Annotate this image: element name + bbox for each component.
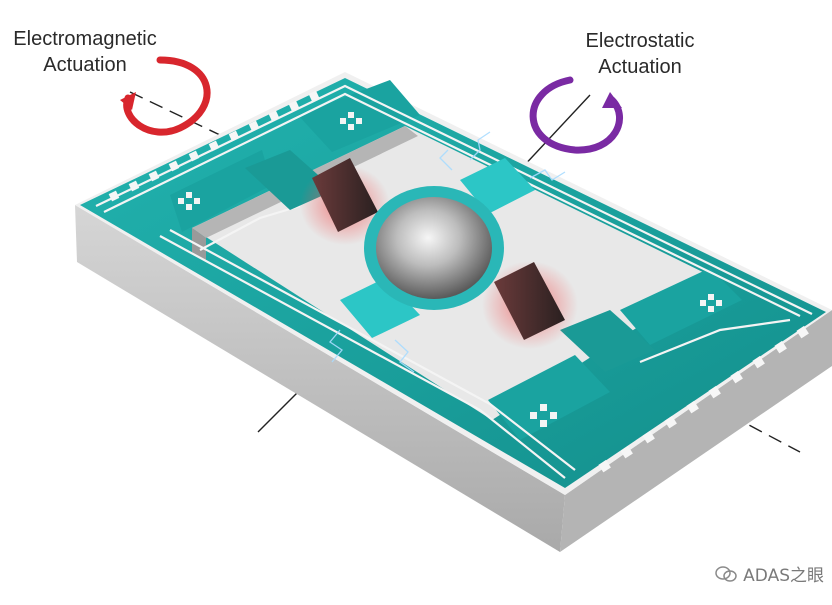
electromagnetic-label-line1: Electromagnetic [13,28,157,50]
electrostatic-label-line2: Actuation [598,56,682,78]
electromagnetic-rotation-arrow [120,56,211,136]
mems-mirror [364,186,504,310]
watermark: ADAS之眼 [715,561,824,586]
electrostatic-actuation-label: Electrostatic Actuation [560,28,720,80]
comb-drive-arms [340,158,535,338]
electrostatic-sparks [329,131,566,373]
electromagnetic-label-line2: Actuation [43,54,127,76]
bond-pads [108,90,809,473]
electrostatic-label-line1: Electrostatic [585,30,695,52]
watermark-text: ADAS之眼 [743,566,824,586]
electrostatic-rotation-arrow [529,76,624,154]
conductive-traces [95,84,813,479]
electromagnetic-actuation-label: Electromagnetic Actuation [0,26,170,78]
wechat-icon [715,565,737,582]
magnets [312,158,565,340]
alignment-marks [178,112,722,427]
